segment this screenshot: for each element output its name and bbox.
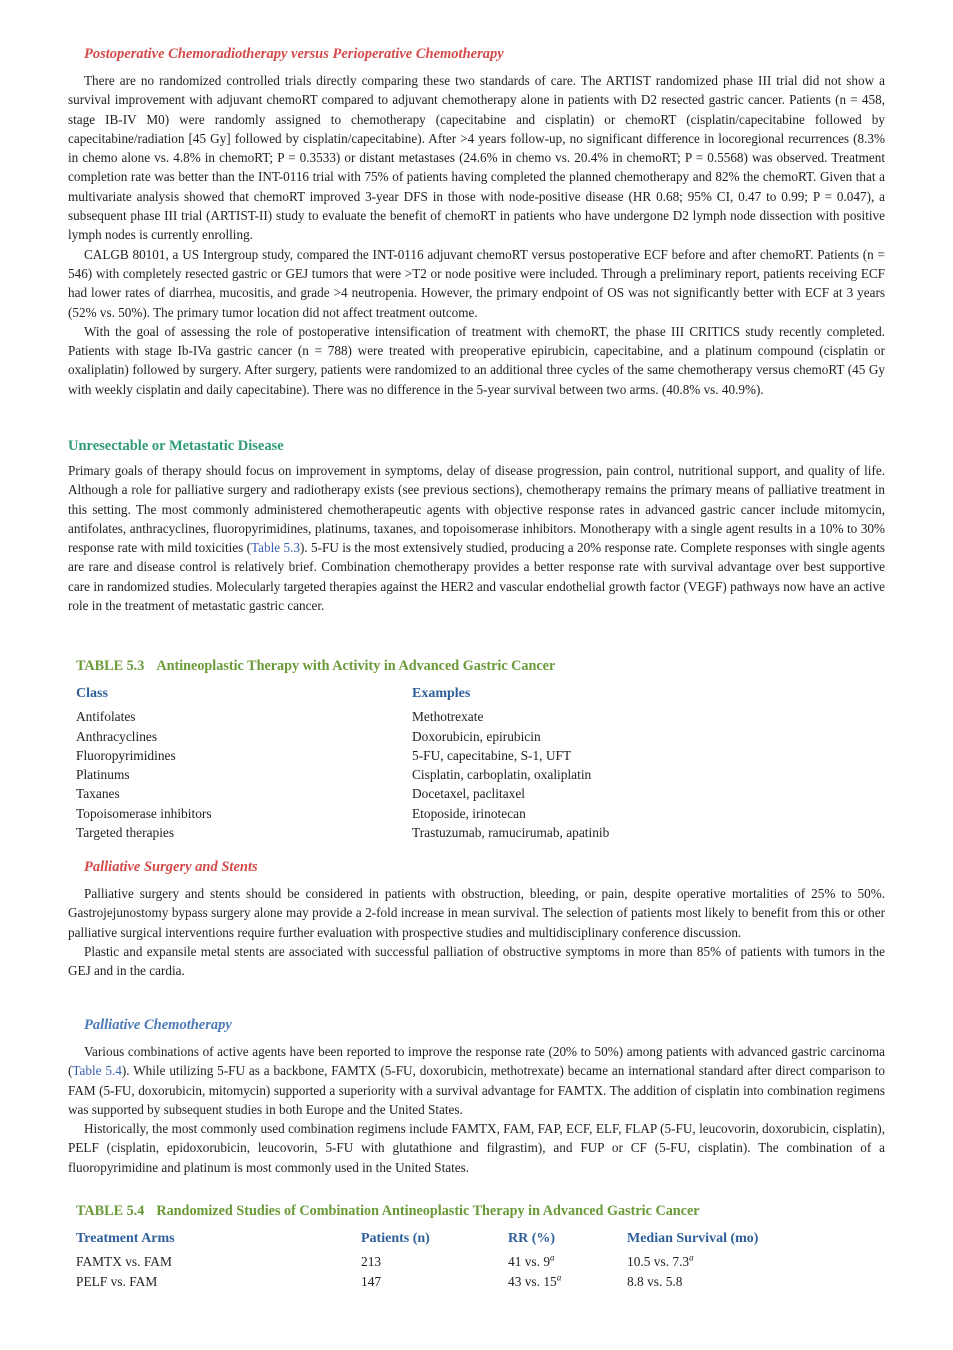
column-header: RR (%) [508,1231,556,1246]
footnote-marker: a [556,1272,562,1283]
column-header: Treatment Arms [76,1231,175,1246]
section-heading: Unresectable or Metastatic Disease [68,438,284,454]
paragraph: Plastic and expansile metal stents are a… [68,943,885,979]
column-header: Median Survival (mo) [627,1231,759,1246]
footnote-marker: a [550,1252,555,1263]
column-header: Patients (n) [361,1231,430,1246]
table-row: FAMTX vs. FAM 213 41 vs. 9a 10.5 vs. 7.3… [76,1252,694,1270]
paragraph: Historically, the most commonly used com… [68,1121,885,1175]
paragraph: Palliative surgery and stents should be … [68,886,885,940]
section-heading: Palliative Chemotherapy [84,1017,232,1033]
table-header-row: Class Examples [76,684,776,703]
paragraph: There are no randomized controlled trial… [68,73,885,243]
table-header-row: Treatment Arms Patients (n) RR (%) Media… [76,1229,856,1248]
section-heading: Postoperative Chemoradiotherapy versus P… [84,46,504,62]
section-unresectable: Unresectable or Metastatic Disease Prima… [68,437,885,615]
section-heading: Palliative Surgery and Stents [84,859,258,875]
section-palliative-chemotherapy: Palliative Chemotherapy Various combinat… [68,1016,885,1177]
table-link[interactable]: Table 5.4 [72,1063,122,1079]
table-5-4: Treatment Arms Patients (n) RR (%) Media… [76,1229,856,1291]
table-link[interactable]: Table 5.3 [251,540,300,556]
footnote-marker: a [689,1252,694,1263]
table-row: PELF vs. FAM 147 43 vs. 15a 8.8 vs. 5.8 [76,1272,683,1289]
column-header: Examples [412,686,471,701]
paragraph: CALGB 80101, a US Intergroup study, comp… [68,246,885,320]
paragraph: With the goal of assessing the role of p… [68,323,885,397]
section-postoperative: Postoperative Chemoradiotherapy versus P… [68,45,885,399]
column-header: Class [76,686,108,701]
section-palliative-surgery: Palliative Surgery and Stents Palliative… [68,858,885,980]
paragraph: Various combinations of active agents ha… [68,1044,885,1117]
paragraph: Primary goals of therapy should focus on… [68,463,885,614]
